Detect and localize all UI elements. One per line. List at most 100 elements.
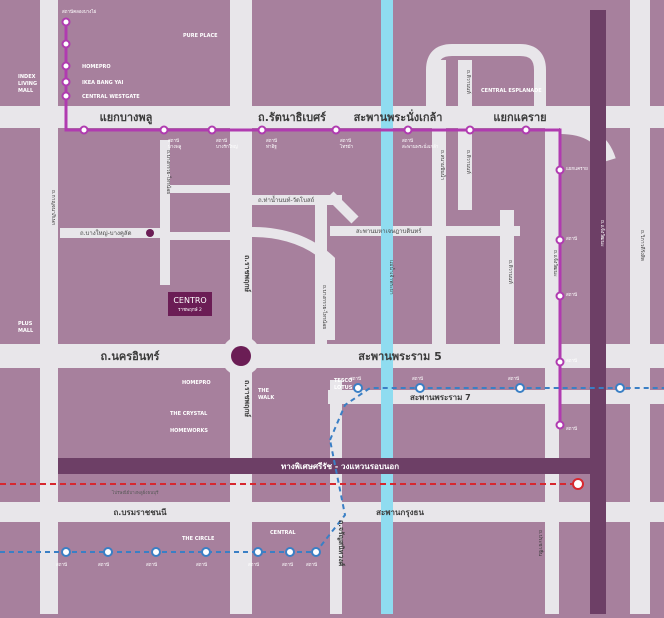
- centro-sub: ราชพฤกษ์ 2: [178, 306, 202, 313]
- road-bangkruai-e: [315, 205, 327, 345]
- station-label-s7: สถานี: [306, 562, 317, 568]
- station-dot: [61, 547, 71, 557]
- place-plus: PLUS: [18, 321, 33, 327]
- road-bangyai: [60, 228, 170, 238]
- road-small-n: [170, 185, 230, 193]
- station-label-p2b: บางรักใหญ่: [216, 144, 238, 150]
- place-crystal: THE CRYSTAL: [170, 411, 208, 417]
- station-label-p5: สถานี: [402, 138, 413, 144]
- place-ikea: IKEA BANG YAI: [82, 80, 123, 86]
- label-outer-ring: ทางพิเศษศรีรัช - วงแหวนรอบนอก: [281, 461, 399, 471]
- station-label-b3: สถานี: [508, 376, 519, 382]
- station-label-p3: สถานี: [266, 138, 277, 144]
- label-tiwanon-n: ถ.ติวานนท์: [465, 70, 472, 94]
- station-label-b1: สถานี: [350, 376, 361, 382]
- station-label-p4: สถานี: [340, 138, 351, 144]
- label-expressway-v: ถ.แจ้งวัฒนะ: [599, 220, 606, 247]
- station-dot: [61, 17, 71, 27]
- station-label-b2: สถานี: [412, 376, 423, 382]
- station-label-p7: สถานี: [566, 236, 577, 242]
- station-label-p9: สถานี: [566, 358, 577, 364]
- label-ratchaphruek-lower: ถ.ราชพฤกษ์: [243, 380, 252, 417]
- place-index: INDEX: [18, 74, 36, 80]
- label-tiwanon-mid: ถ.ติวานนท์: [465, 150, 472, 174]
- label-chaengwattana: ถ.แจ้งวัฒนะ: [552, 250, 559, 277]
- station-dot: [207, 125, 217, 135]
- road-curve-ne: [326, 191, 359, 224]
- station-dot: [79, 125, 89, 135]
- station-dot: [555, 165, 565, 175]
- blue-line-rama7: [329, 387, 664, 441]
- station-label-s5: สถานี: [248, 562, 259, 568]
- station-label-s4: สถานี: [196, 562, 207, 568]
- station-dot: [615, 383, 625, 393]
- label-top-mid: ถ.รัตนาธิเบศร์: [258, 111, 326, 124]
- junction-marker: [146, 229, 154, 237]
- road-kanchana: [40, 0, 58, 614]
- place-walk: THE: [258, 388, 270, 394]
- station-label-p6: แยกแคราย: [566, 166, 588, 172]
- road-thanam-non: [252, 195, 342, 205]
- label-bangyai: ถ.บางใหญ่-บางคูลัด: [80, 229, 132, 237]
- station-dot: [465, 125, 475, 135]
- place-pure: PURE PLACE: [183, 33, 218, 39]
- label-charansanitwong: ถ.จรัญสนิทวงศ์: [337, 520, 346, 567]
- station-dot: [61, 61, 71, 71]
- road-rama7: [328, 390, 664, 404]
- station-dot: [61, 91, 71, 101]
- station-dot: [555, 235, 565, 245]
- label-bottom-bridge: สะพานกรุงธน: [376, 508, 424, 518]
- station-label-p5b: สะพานพระนั่งเกล้า: [402, 143, 439, 150]
- road-curve-e: [251, 227, 335, 340]
- place-plus-2: MALL: [18, 328, 34, 334]
- place-esplanade: CENTRAL ESPLANADE: [481, 88, 542, 94]
- label-bangkruai-e: ถ.บางกรวย-ไทรน้อย: [321, 285, 328, 329]
- station-label-s3: สถานี: [146, 562, 157, 568]
- purple-line: [64, 22, 562, 425]
- place-circle: THE CIRCLE: [182, 536, 215, 542]
- label-chaopraya: แม่น้ำเจ้าพระยา: [388, 260, 397, 295]
- station-dot: [331, 125, 341, 135]
- station-label-p8: สถานี: [566, 292, 577, 298]
- station-dot: [403, 125, 413, 135]
- place-homeworks: HOMEWORKS: [170, 428, 208, 434]
- label-top-west: แยกบางพลู: [100, 111, 153, 125]
- label-sanambinnam: ถ.สนามบินน้ำ: [439, 150, 448, 180]
- label-thanam: ถ.ท่าน้ำนนท์-วัดโบสถ์: [258, 194, 315, 204]
- station-dot: [253, 547, 263, 557]
- red-line-station: [572, 478, 584, 490]
- place-homepro-s: HOMEPRO: [182, 380, 211, 386]
- place-index-2: LIVING: [18, 81, 37, 87]
- label-tiwanon-s: ถ.ติวานนท์: [507, 260, 514, 284]
- station-dot: [257, 125, 267, 135]
- place-central-s: CENTRAL: [270, 530, 296, 536]
- road-rattanathibet: [0, 106, 664, 128]
- place-tesco-2: LOTUS: [334, 385, 353, 391]
- station-top-label: สถานีคลองบางไผ่: [62, 9, 97, 15]
- place-index-3: MALL: [18, 88, 34, 94]
- station-dot: [555, 357, 565, 367]
- station-label-p4b: ไทรม้า: [339, 144, 354, 150]
- station-label-p3b: ท่าอิฐ: [266, 144, 277, 150]
- label-top-bridge: สะพานพระนั่งเกล้า: [354, 109, 443, 124]
- road-bangkruai-link: [170, 232, 230, 240]
- road-tiwanon-curve: [426, 44, 546, 110]
- purple-stations: [61, 17, 565, 430]
- label-kanchana: ถ.กาญจนาภิเษก: [50, 190, 57, 225]
- road-charan: [330, 380, 342, 614]
- place-homepro-n: HOMEPRO: [82, 64, 111, 70]
- place-tesco: TESCO: [334, 378, 352, 384]
- station-label-p2: สถานี: [216, 138, 227, 144]
- road-tiwanon-s: [500, 210, 514, 350]
- road-boromratchachonnani: [0, 502, 664, 522]
- station-dot: [521, 125, 531, 135]
- station-dot: [61, 77, 71, 87]
- label-top-east: แยกแคราย: [493, 111, 546, 124]
- road-wibhawadi: [630, 0, 650, 614]
- label-prachachuen: ถ.ประชาชื่น: [537, 530, 544, 557]
- station-dot: [61, 39, 71, 49]
- station-dot: [353, 383, 363, 393]
- station-dot: [311, 547, 321, 557]
- legend-note: ไปรษณีย์บางพลูฝั่งธนบุรี: [111, 489, 159, 496]
